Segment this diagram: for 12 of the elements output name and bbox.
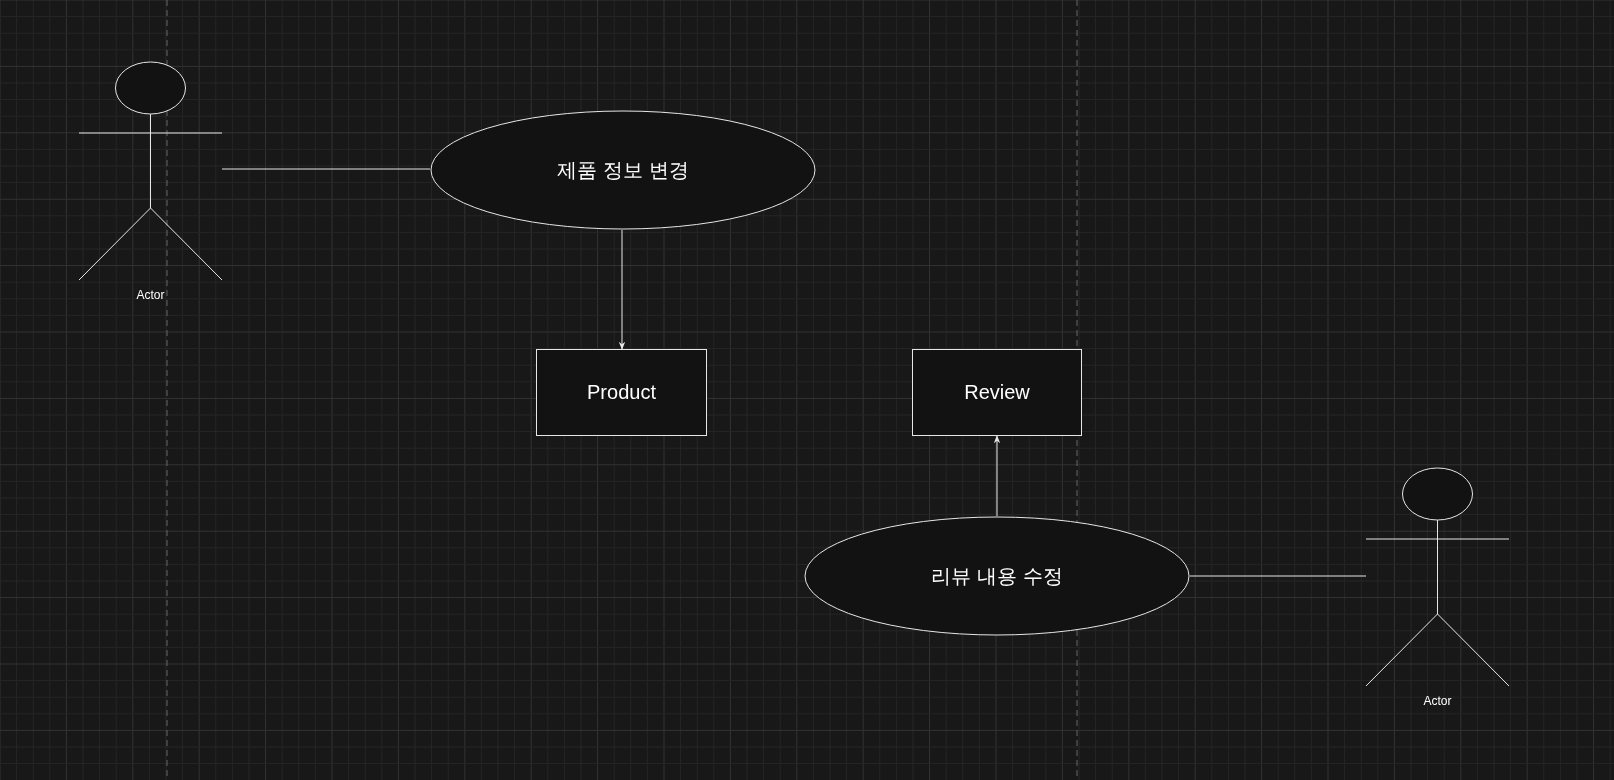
actor-label: Actor bbox=[135, 288, 166, 302]
box-label: Review bbox=[964, 381, 1030, 404]
actor-label: Actor bbox=[1422, 694, 1453, 708]
box-label: Product bbox=[587, 381, 656, 404]
arrow bbox=[618, 229, 626, 350]
association-line bbox=[1189, 575, 1367, 577]
arrow bbox=[993, 435, 1001, 517]
use-case-label: 제품 정보 변경 bbox=[557, 157, 689, 183]
association-line bbox=[221, 168, 431, 170]
class-box bbox=[536, 349, 707, 436]
class-box bbox=[912, 349, 1082, 436]
use-case-label: 리뷰 내용 수정 bbox=[931, 563, 1063, 589]
